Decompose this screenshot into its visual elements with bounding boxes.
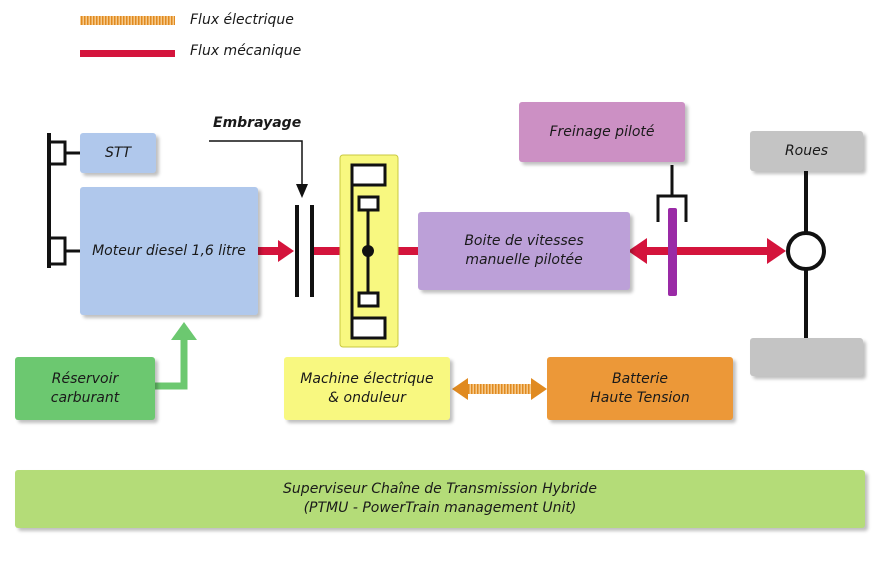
embrayage-label: Embrayage bbox=[213, 115, 302, 131]
batterie-label: Batterie Haute Tension bbox=[590, 370, 690, 406]
batterie-box: Batterie Haute Tension bbox=[547, 357, 733, 420]
boite-box: Boite de vitesses manuelle pilotée bbox=[418, 212, 630, 290]
moteur-label: Moteur diesel 1,6 litre bbox=[92, 242, 246, 259]
clutch-plate-left bbox=[295, 205, 299, 297]
mech-flow-engine-clutch bbox=[258, 247, 280, 255]
roues-bottom-box bbox=[750, 338, 863, 376]
stt-box: STT bbox=[80, 133, 156, 173]
brake-disc bbox=[668, 208, 677, 296]
mech-arrow-right bbox=[767, 238, 786, 264]
legend-mechanical-label: Flux mécanique bbox=[190, 43, 302, 59]
stt-label: STT bbox=[105, 144, 131, 161]
roues-box: Roues bbox=[750, 131, 863, 171]
elec-arrow-left bbox=[452, 378, 468, 400]
legend-mechanical-line bbox=[80, 50, 175, 57]
fuel-flow-arrow bbox=[155, 322, 197, 390]
superviseur-box: Superviseur Chaîne de Transmission Hybri… bbox=[15, 470, 865, 528]
superviseur-label: Superviseur Chaîne de Transmission Hybri… bbox=[283, 481, 597, 516]
elec-flow-machine-battery bbox=[465, 384, 535, 394]
mech-arrow-left bbox=[628, 238, 647, 264]
machine-label: Machine électrique & onduleur bbox=[300, 370, 434, 406]
legend-electric-label: Flux électrique bbox=[190, 12, 294, 28]
embrayage-pointer-head bbox=[296, 184, 308, 198]
boite-label: Boite de vitesses manuelle pilotée bbox=[464, 233, 584, 268]
wheel-hub bbox=[786, 231, 826, 271]
brake-caliper bbox=[656, 165, 688, 222]
freinage-label: Freinage piloté bbox=[549, 123, 655, 140]
electric-machine-column bbox=[339, 154, 399, 348]
stt-belt bbox=[47, 133, 80, 268]
embrayage-pointer bbox=[209, 140, 303, 188]
freinage-box: Freinage piloté bbox=[519, 102, 685, 162]
elec-arrow-right bbox=[531, 378, 547, 400]
clutch-plate-right bbox=[310, 205, 314, 297]
moteur-box: Moteur diesel 1,6 litre bbox=[80, 187, 258, 315]
machine-box: Machine électrique & onduleur bbox=[284, 357, 450, 420]
reservoir-label: Réservoir carburant bbox=[50, 370, 120, 406]
mech-arrow-to-clutch bbox=[278, 240, 294, 262]
mech-flow-box-wheels bbox=[645, 247, 775, 255]
roues-label: Roues bbox=[784, 142, 829, 159]
reservoir-box: Réservoir carburant bbox=[15, 357, 155, 420]
legend-electric-line bbox=[80, 16, 175, 25]
